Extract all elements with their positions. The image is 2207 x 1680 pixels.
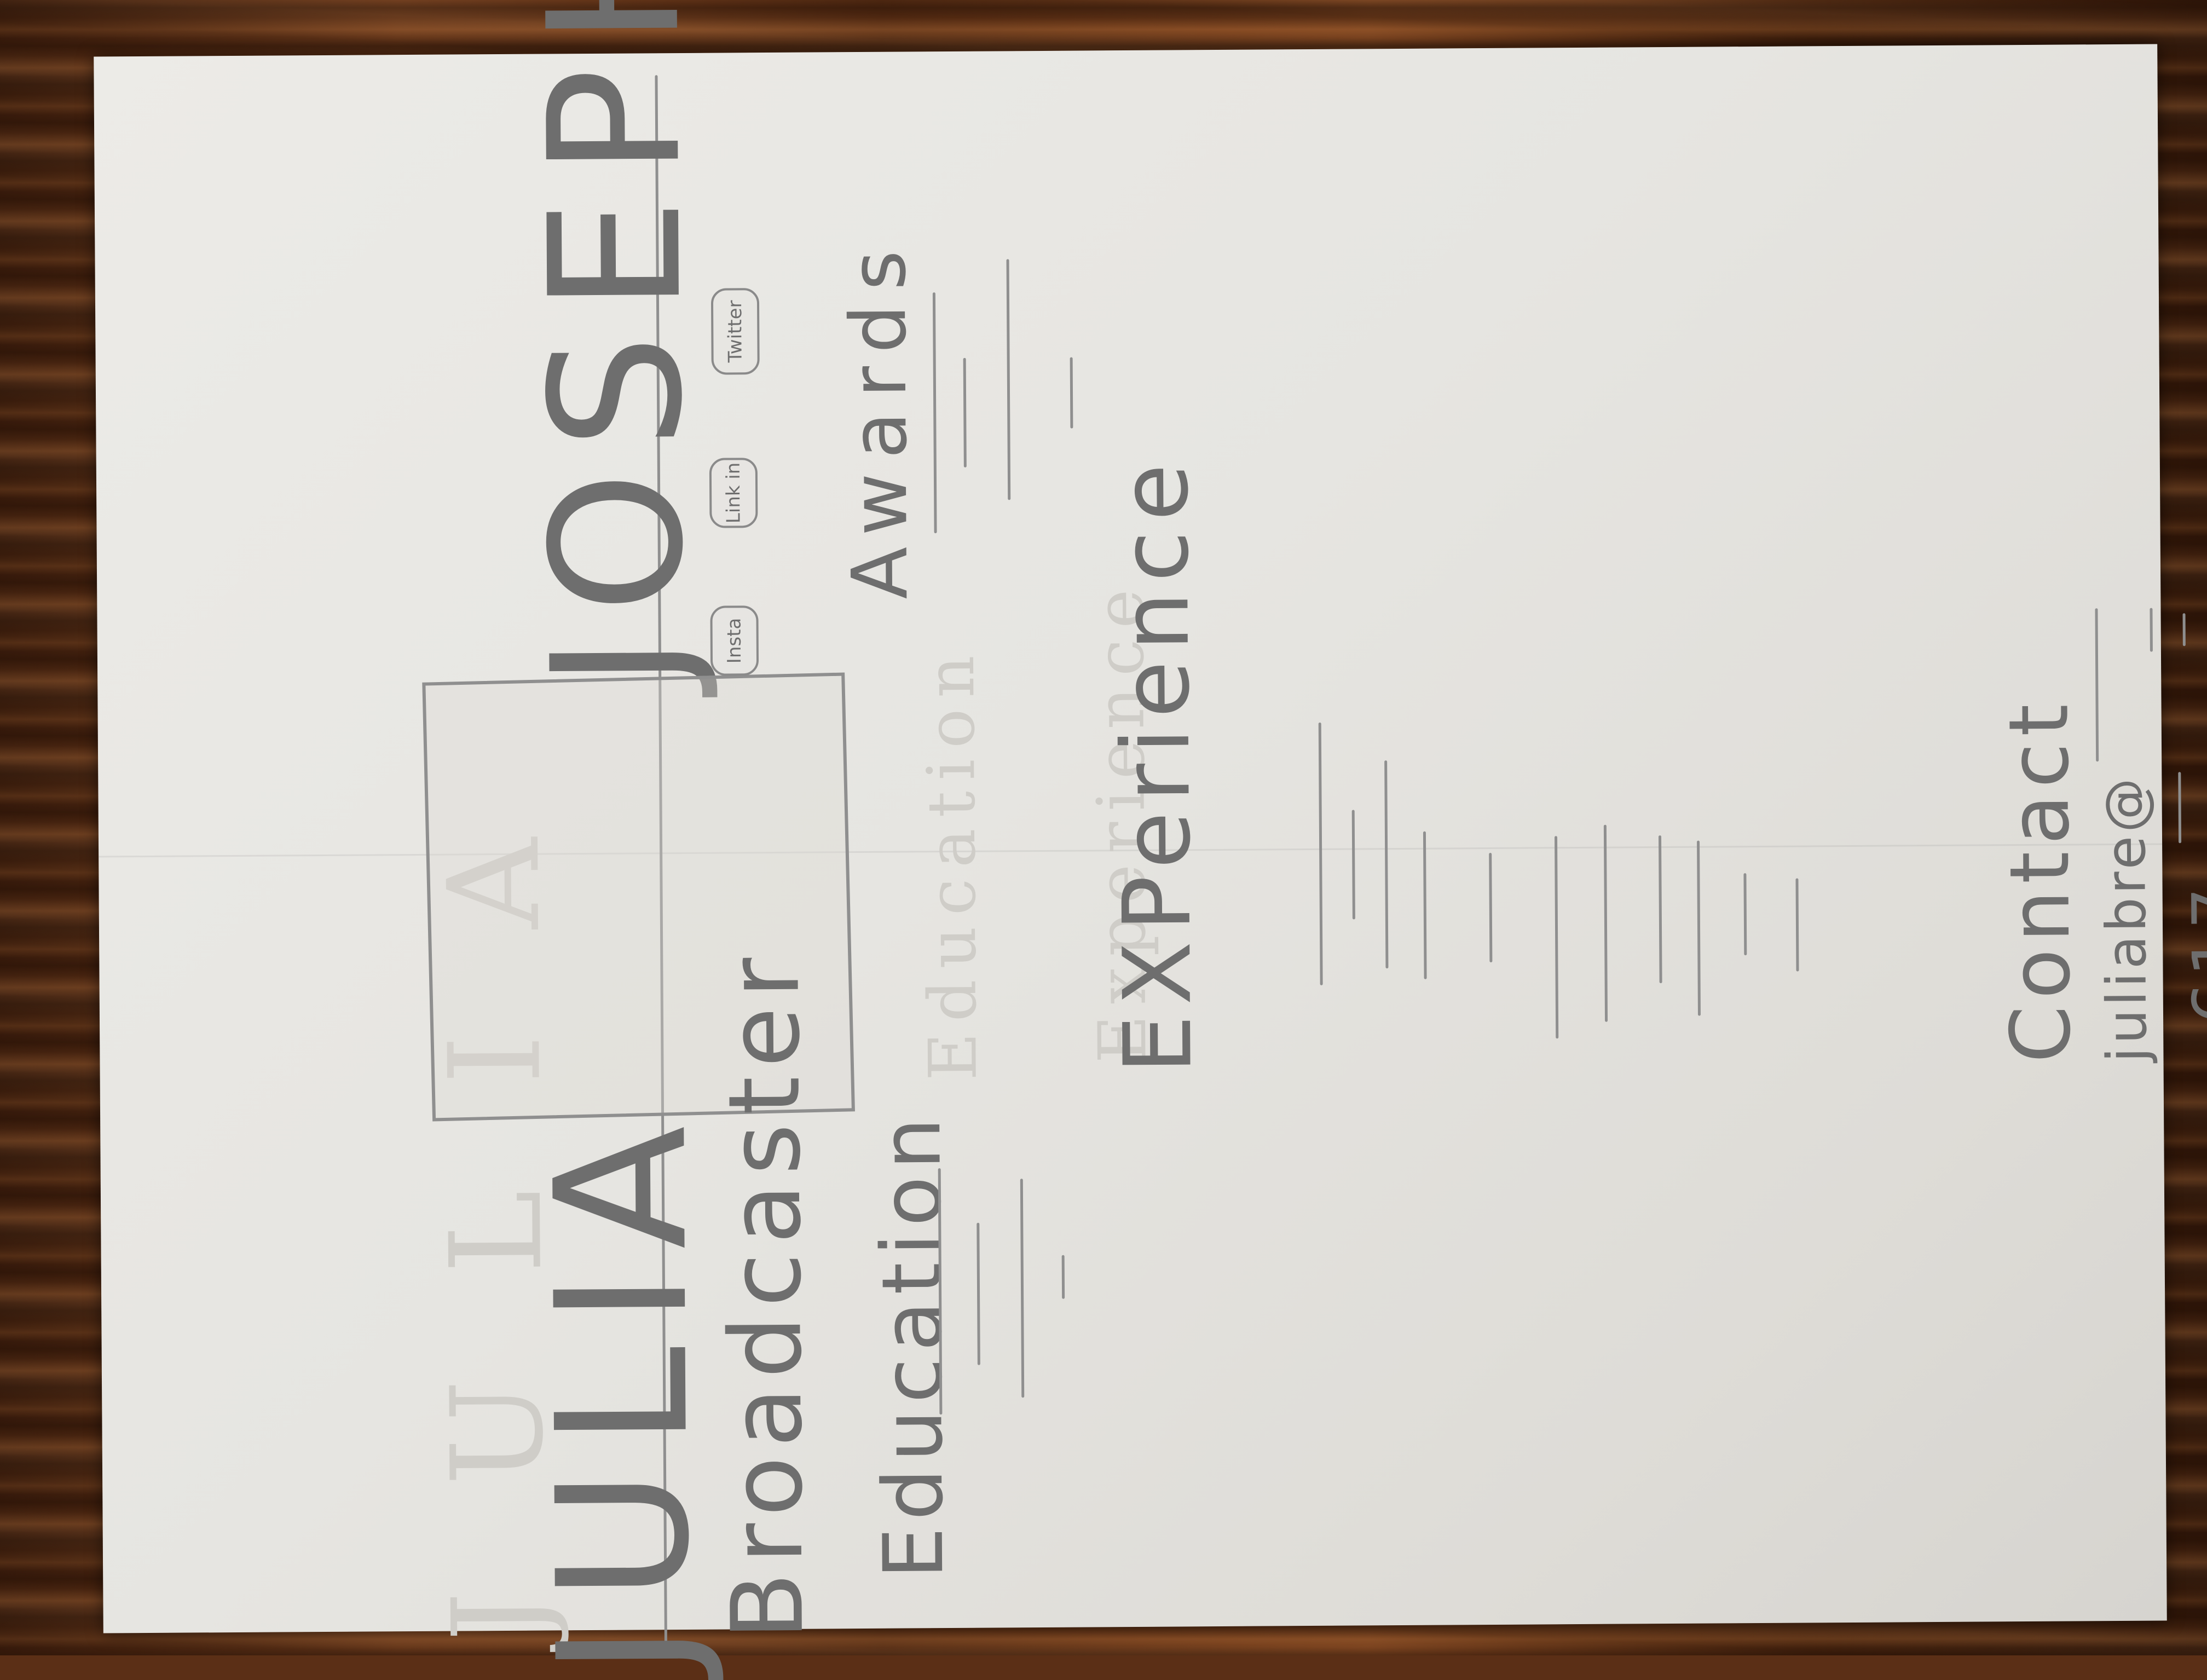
- experience-placeholder-line: [1554, 836, 1559, 1039]
- experience-placeholder-line: [1697, 840, 1701, 1016]
- education-placeholder-line: [1020, 1179, 1025, 1398]
- header-last-name: JOSEPH: [509, 0, 724, 689]
- twitter-button[interactable]: Twitter: [710, 288, 760, 375]
- contact-placeholder-line: [2150, 608, 2153, 652]
- contact-email: juliabre@: [2093, 774, 2159, 1063]
- awards-placeholder-line: [1006, 259, 1011, 500]
- education-heading: Education: [864, 1111, 962, 1579]
- education-placeholder-line: [1061, 1255, 1065, 1299]
- awards-placeholder-line: [932, 292, 937, 534]
- experience-placeholder-line: [1795, 878, 1799, 972]
- instagram-button-label: Insta: [723, 617, 746, 664]
- contact-phone-placeholder-line: [2178, 772, 2182, 844]
- awards-heading: Awards: [834, 235, 926, 600]
- awards-placeholder-line: [1070, 357, 1073, 429]
- header-first-name: JULIA: [516, 1103, 730, 1677]
- paper-sheet: J U L I A Education Experience JULIA JOS…: [94, 0, 2207, 1677]
- experience-placeholder-line: [1318, 722, 1323, 985]
- linkedin-button-label: Link in: [722, 462, 745, 524]
- experience-placeholder-line: [1603, 824, 1608, 1022]
- experience-placeholder-line: [1743, 873, 1747, 956]
- instagram-button[interactable]: Insta: [710, 605, 759, 676]
- contact-heading: Contact: [1991, 697, 2089, 1064]
- contact-phone: 617: [2179, 881, 2207, 1024]
- contact-placeholder-line: [2182, 613, 2186, 646]
- awards-placeholder-line: [963, 357, 967, 467]
- twitter-button-label: Twitter: [724, 300, 747, 363]
- experience-placeholder-line: [1658, 835, 1662, 984]
- erased-sketch-marks: Education: [912, 644, 992, 1081]
- experience-placeholder-line: [1351, 810, 1355, 920]
- experience-heading: EXPerience: [1100, 453, 1213, 1075]
- experience-placeholder-line: [1384, 760, 1389, 969]
- linkedin-button[interactable]: Link in: [709, 458, 758, 528]
- contact-email-placeholder-line: [2095, 608, 2099, 762]
- header-tagline: Broadcaster: [707, 948, 825, 1641]
- experience-placeholder-line: [1489, 852, 1493, 962]
- experience-placeholder-line: [1423, 831, 1427, 979]
- education-placeholder-line: [977, 1222, 980, 1365]
